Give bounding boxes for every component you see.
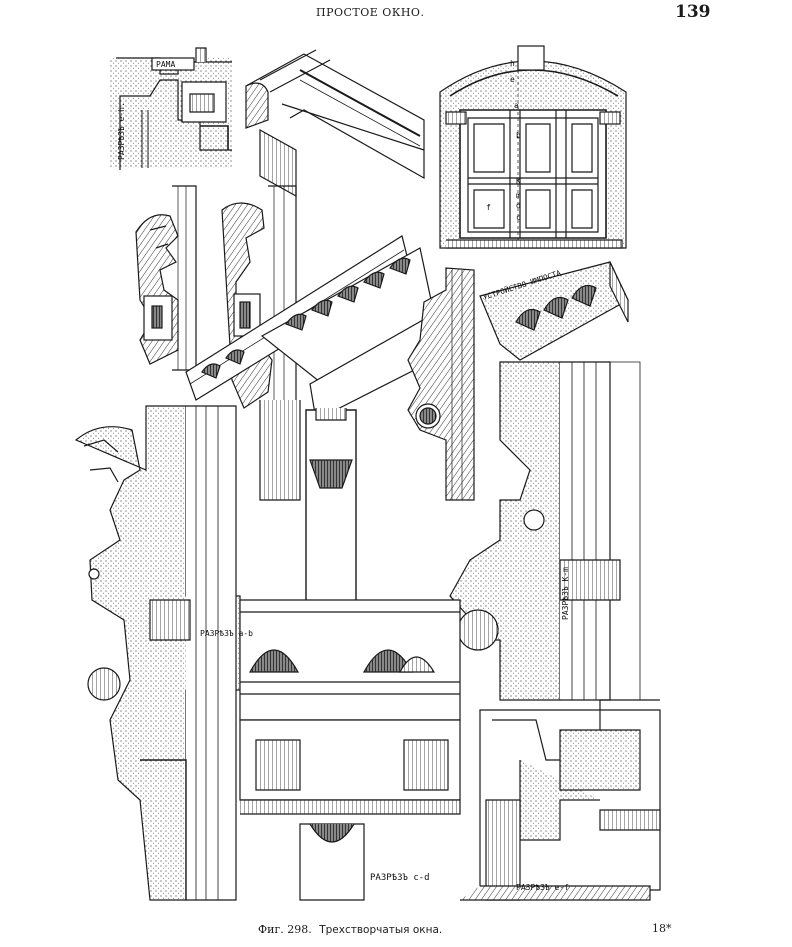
label-section-c-d: РАЗРѢЗЪ c-d bbox=[370, 873, 430, 883]
label-letter-a: a bbox=[514, 101, 519, 110]
label-frame: РАМА bbox=[156, 60, 175, 69]
label-letter-h: h bbox=[510, 59, 515, 68]
bracket-gargoyle-left bbox=[135, 185, 197, 371]
figure-title: Трехстворчатыя окна. bbox=[319, 924, 443, 936]
section-c-d-drawing bbox=[239, 408, 461, 901]
section-e-h-drawing bbox=[110, 47, 232, 170]
window-elevation bbox=[439, 45, 627, 249]
figure-number: Фиг. 298. bbox=[258, 923, 312, 936]
section-e-f-drawing bbox=[460, 699, 661, 901]
bracket-small-right bbox=[407, 267, 475, 501]
cornice-perspective-top bbox=[245, 49, 425, 198]
label-letter-c: c bbox=[516, 213, 521, 222]
label-section-e-f: РАЗРѢЗЪ e-f bbox=[516, 883, 569, 892]
page-number: 139 bbox=[675, 2, 711, 22]
label-section-k-m: РАЗРѢЗЪ K-m bbox=[561, 567, 570, 620]
impost-block bbox=[479, 261, 629, 361]
label-letter-f: f bbox=[486, 203, 491, 212]
label-section-a-b: РАЗРѢЗЪ a-b bbox=[200, 629, 253, 638]
label-letter-b: b bbox=[516, 131, 521, 140]
diagonal-entablature bbox=[185, 235, 435, 421]
label-letter-d: d bbox=[516, 201, 521, 210]
section-k-m-drawing bbox=[449, 361, 641, 701]
label-section-e-h: РАЗРѢЗЪ e-h. bbox=[117, 102, 126, 160]
printer-signature: 18* bbox=[652, 922, 672, 935]
figure-caption: Фиг. 298. Трехстворчатыя окна. bbox=[258, 923, 442, 936]
label-letter-k: K bbox=[516, 177, 521, 186]
label-letter-m: m bbox=[516, 191, 521, 200]
running-head: ПРОСТОЕ ОКНО. bbox=[316, 6, 425, 19]
label-letter-e: e bbox=[510, 75, 515, 84]
section-a-b-drawing bbox=[74, 405, 241, 901]
